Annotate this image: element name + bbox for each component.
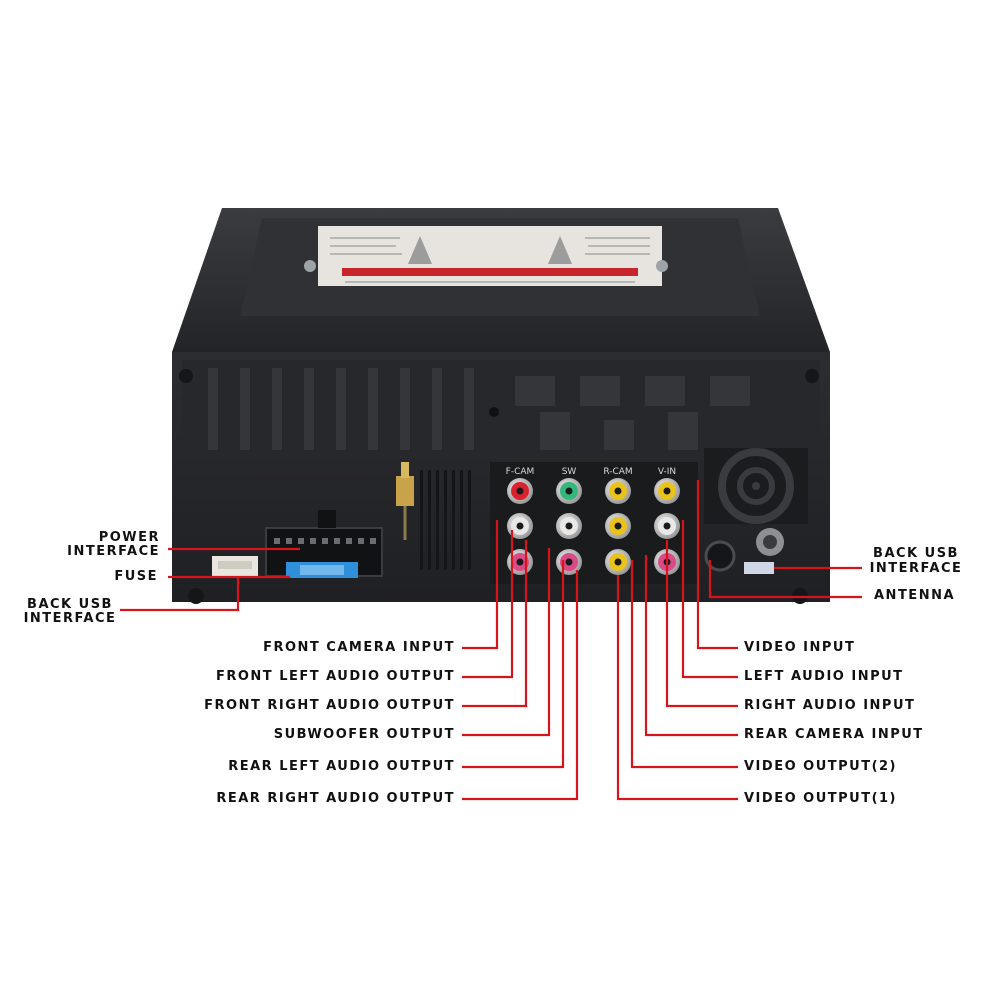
leader-port-left [462, 560, 565, 769]
rca-jack [654, 478, 680, 504]
label-front-right-audio-output: FRONT RIGHT AUDIO OUTPUT [204, 698, 455, 713]
leader-antenna [708, 560, 862, 599]
antenna-connector-mount [756, 528, 784, 556]
leader-port-right [630, 560, 738, 769]
leader-port-left [462, 540, 528, 708]
label-power-line1: POWER [99, 530, 160, 545]
label-front-left-audio-output: FRONT LEFT AUDIO OUTPUT [216, 669, 455, 684]
rca-jack [654, 513, 680, 539]
label-rear-left-audio-output: REAR LEFT AUDIO OUTPUT [228, 759, 455, 774]
leader-port-left [462, 520, 499, 650]
label-rear-right-audio-output: REAR RIGHT AUDIO OUTPUT [216, 791, 455, 806]
label-subwoofer-output: SUBWOOFER OUTPUT [274, 727, 455, 742]
label-back-usb-right-line2: INTERFACE [870, 561, 963, 576]
leader-port-right [616, 575, 738, 801]
lid-screw-left [304, 260, 316, 272]
corner-screw-tl [179, 369, 193, 383]
label-rear-camera-input: REAR CAMERA INPUT [744, 727, 924, 742]
back-usb-port-right [744, 562, 774, 574]
port-callout-labels: FRONT CAMERA INPUT FRONT LEFT AUDIO OUTP… [204, 640, 924, 806]
screw-hole [489, 407, 499, 417]
rca-jack [556, 513, 582, 539]
label-power-line2: INTERFACE [67, 544, 160, 559]
leader-port-right [644, 555, 738, 737]
vent-ribs [208, 368, 750, 450]
sticker-print [330, 237, 650, 283]
leader-port-left [462, 548, 551, 737]
sticker-triangle-right [548, 236, 572, 264]
sticker-red-band [342, 268, 638, 276]
sticker-triangle-left [408, 236, 432, 264]
label-video-input: VIDEO INPUT [744, 640, 855, 655]
rca-jack [556, 549, 582, 575]
label-right-audio-input: RIGHT AUDIO INPUT [744, 698, 915, 713]
rca-jack [507, 478, 533, 504]
rca-jack [605, 513, 631, 539]
rca-jack [507, 513, 533, 539]
rca-jack [605, 549, 631, 575]
fan-grille [704, 448, 808, 524]
label-antenna: ANTENNA [874, 588, 955, 603]
corner-screw-tr [805, 369, 819, 383]
label-back-usb-left-line2: INTERFACE [24, 611, 117, 626]
port-label-vin: V-IN [658, 467, 676, 477]
label-fuse: FUSE [114, 569, 158, 584]
leader-port-right [696, 480, 738, 650]
rca-jack-grid [507, 478, 680, 575]
heat-slots [420, 470, 471, 570]
stereo-unit: F-CAM SW R-CAM V-IN [172, 208, 830, 604]
antenna-socket [704, 540, 736, 572]
port-label-rcam: R-CAM [603, 467, 632, 477]
label-front-camera-input: FRONT CAMERA INPUT [263, 640, 455, 655]
leader-lines [120, 480, 862, 801]
leader-usb-left [120, 578, 240, 612]
warning-sticker [318, 226, 662, 286]
fuse-window [300, 565, 344, 575]
rca-jack [556, 478, 582, 504]
lid-screw-right [656, 260, 668, 272]
gps-antenna-connector [396, 462, 414, 540]
back-usb-port-left [212, 556, 258, 578]
leader-port-left [462, 530, 514, 679]
leader-port-right [665, 540, 738, 708]
rca-jack [605, 478, 631, 504]
leader-port-left [462, 570, 579, 801]
port-label-fcam: F-CAM [506, 467, 535, 477]
corner-foot-bl [188, 588, 204, 604]
label-left-audio-input: LEFT AUDIO INPUT [744, 669, 904, 684]
port-label-sw: SW [562, 467, 577, 477]
leader-port-right [681, 520, 738, 679]
label-video-output-2: VIDEO OUTPUT(2) [744, 759, 897, 774]
label-back-usb-left-line1: BACK USB [27, 597, 113, 612]
label-back-usb-right-line1: BACK USB [873, 546, 959, 561]
label-video-output-1: VIDEO OUTPUT(1) [744, 791, 897, 806]
